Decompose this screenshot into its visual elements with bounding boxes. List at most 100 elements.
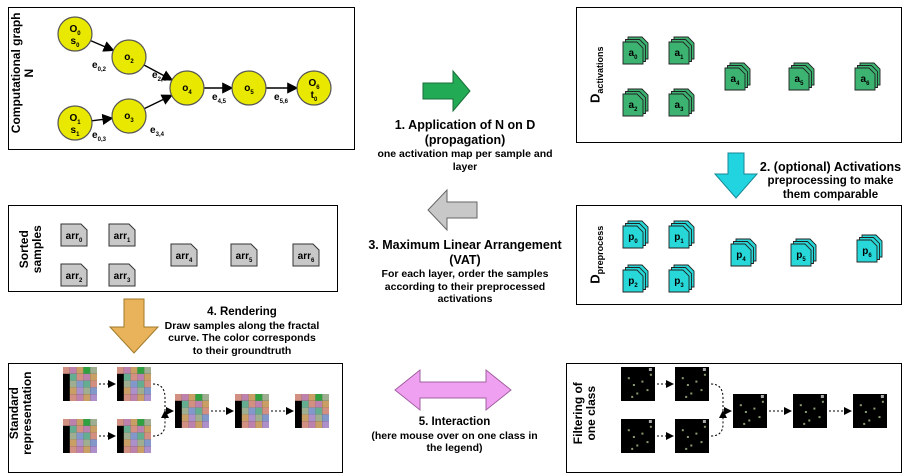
graph-node	[57, 16, 93, 52]
graph-node	[169, 70, 205, 106]
map-connector	[152, 410, 169, 437]
map-tile	[675, 367, 709, 401]
step-5-text: 5. Interaction (here mouse over on one c…	[371, 416, 538, 455]
sorted-sample: arr2	[60, 263, 88, 287]
step-4-text: 4. Rendering Draw samples along the frac…	[164, 306, 320, 357]
edge-label: e2,4	[152, 70, 167, 83]
activation-stack: a0	[622, 36, 649, 65]
sorted-sample: arr5	[230, 243, 258, 267]
propagation-arrow	[422, 69, 471, 113]
node-label: t0	[311, 90, 318, 103]
edge-label: e5,6	[274, 92, 289, 105]
sample-label: arr5	[236, 251, 253, 264]
activation-stack: a6	[854, 62, 881, 91]
activation-stack: a4	[724, 62, 751, 91]
sorted-sample: arr4	[170, 243, 198, 267]
activation-stack: a3	[668, 88, 695, 117]
preprocess-stack: p3	[668, 264, 695, 293]
stack-label: p6	[862, 246, 872, 259]
preprocess-stack: p4	[730, 238, 757, 267]
node-label: o2	[124, 52, 134, 65]
activation-stack: a1	[668, 36, 695, 65]
edge-label: e0,2	[92, 60, 107, 73]
sample-label: arr0	[66, 231, 83, 244]
activations-svg: a0 a1 a2 a3 a4 a5 a6	[622, 36, 881, 117]
map-tile	[63, 367, 97, 401]
activation-stack: a5	[788, 62, 815, 91]
preprocess-stack: p2	[622, 264, 649, 293]
edge-label: e4,5	[212, 92, 227, 105]
graph-node	[231, 70, 267, 106]
graph-node	[111, 39, 147, 75]
map-connector	[710, 383, 732, 415]
node-label: O0	[69, 24, 81, 37]
sample-label: arr2	[66, 271, 83, 284]
activation-stack: a2	[622, 88, 649, 117]
preprocess-svg: p0 p1 p2 p3 p4 p5 p6	[622, 220, 883, 293]
filtering-svg	[621, 367, 887, 453]
node-label: o3	[124, 111, 134, 124]
map-tile	[63, 419, 97, 453]
preprocess-stack: p5	[790, 238, 817, 267]
node-label: o5	[244, 83, 254, 96]
node-label: s0	[71, 36, 81, 49]
stack-label: p5	[796, 250, 806, 263]
preprocess-stack: p1	[668, 220, 695, 249]
map-tile	[621, 367, 655, 401]
sample-label: arr4	[176, 251, 193, 264]
sorted-sample: arr3	[108, 263, 136, 287]
graph-node	[111, 98, 147, 134]
sample-label: arr3	[114, 271, 131, 284]
map-tile	[853, 394, 887, 428]
sorted-sample: arr1	[108, 223, 136, 247]
stack-label: a5	[795, 74, 805, 87]
arrangement-arrow	[427, 188, 478, 232]
graph-edge	[143, 64, 174, 81]
stack-label: p2	[628, 276, 638, 289]
stack-label: a3	[675, 100, 685, 113]
graph-edge	[90, 40, 115, 52]
preprocess-stack: p6	[856, 234, 883, 263]
node-label: s1	[71, 125, 81, 138]
preprocess-stack: p0	[622, 220, 649, 249]
stack-label: a6	[861, 74, 871, 87]
filtering-panel: Filtering of one class	[566, 363, 902, 473]
stack-label: p3	[674, 276, 684, 289]
graph-edges: e0,2 e0,3 e2,4 e3,4 e4,5 e5,6	[90, 40, 299, 143]
step-3-text: 3. Maximum Linear Arrangement (VAT) For …	[368, 238, 562, 306]
step-1-text: 1. Application of N on D (propagation) o…	[377, 118, 553, 173]
stack-label: p4	[736, 250, 746, 263]
map-tile	[793, 394, 827, 428]
standard-representation-panel: Standard representation	[7, 363, 343, 473]
step-2-text: 2. (optional) Activations preprocessing …	[759, 160, 902, 201]
map-tile	[175, 394, 209, 428]
edge-label: e0,3	[92, 130, 107, 143]
node-label: O6	[308, 78, 320, 91]
standard-representation-svg	[63, 367, 329, 453]
sorted-samples-svg: arr0 arr1 arr2 arr3 arr4 arr5 arr6	[60, 223, 320, 287]
interaction-arrow	[394, 368, 512, 412]
map-tile	[733, 394, 767, 428]
graph-node	[296, 70, 332, 106]
node-label: O1	[69, 113, 81, 126]
sample-label: arr6	[298, 251, 315, 264]
stack-label: a2	[629, 100, 639, 113]
stack-label: a1	[675, 48, 685, 61]
sorted-sample: arr0	[60, 223, 88, 247]
map-tile	[295, 394, 329, 428]
stack-label: a0	[629, 48, 639, 61]
node-label: o4	[182, 83, 192, 96]
map-tile	[117, 419, 151, 453]
map-tile	[621, 419, 655, 453]
stack-label: p1	[674, 232, 684, 245]
map-tile	[675, 419, 709, 453]
sample-label: arr1	[114, 231, 131, 244]
graph-edge	[144, 94, 173, 110]
edge-label: e3,4	[150, 125, 165, 138]
